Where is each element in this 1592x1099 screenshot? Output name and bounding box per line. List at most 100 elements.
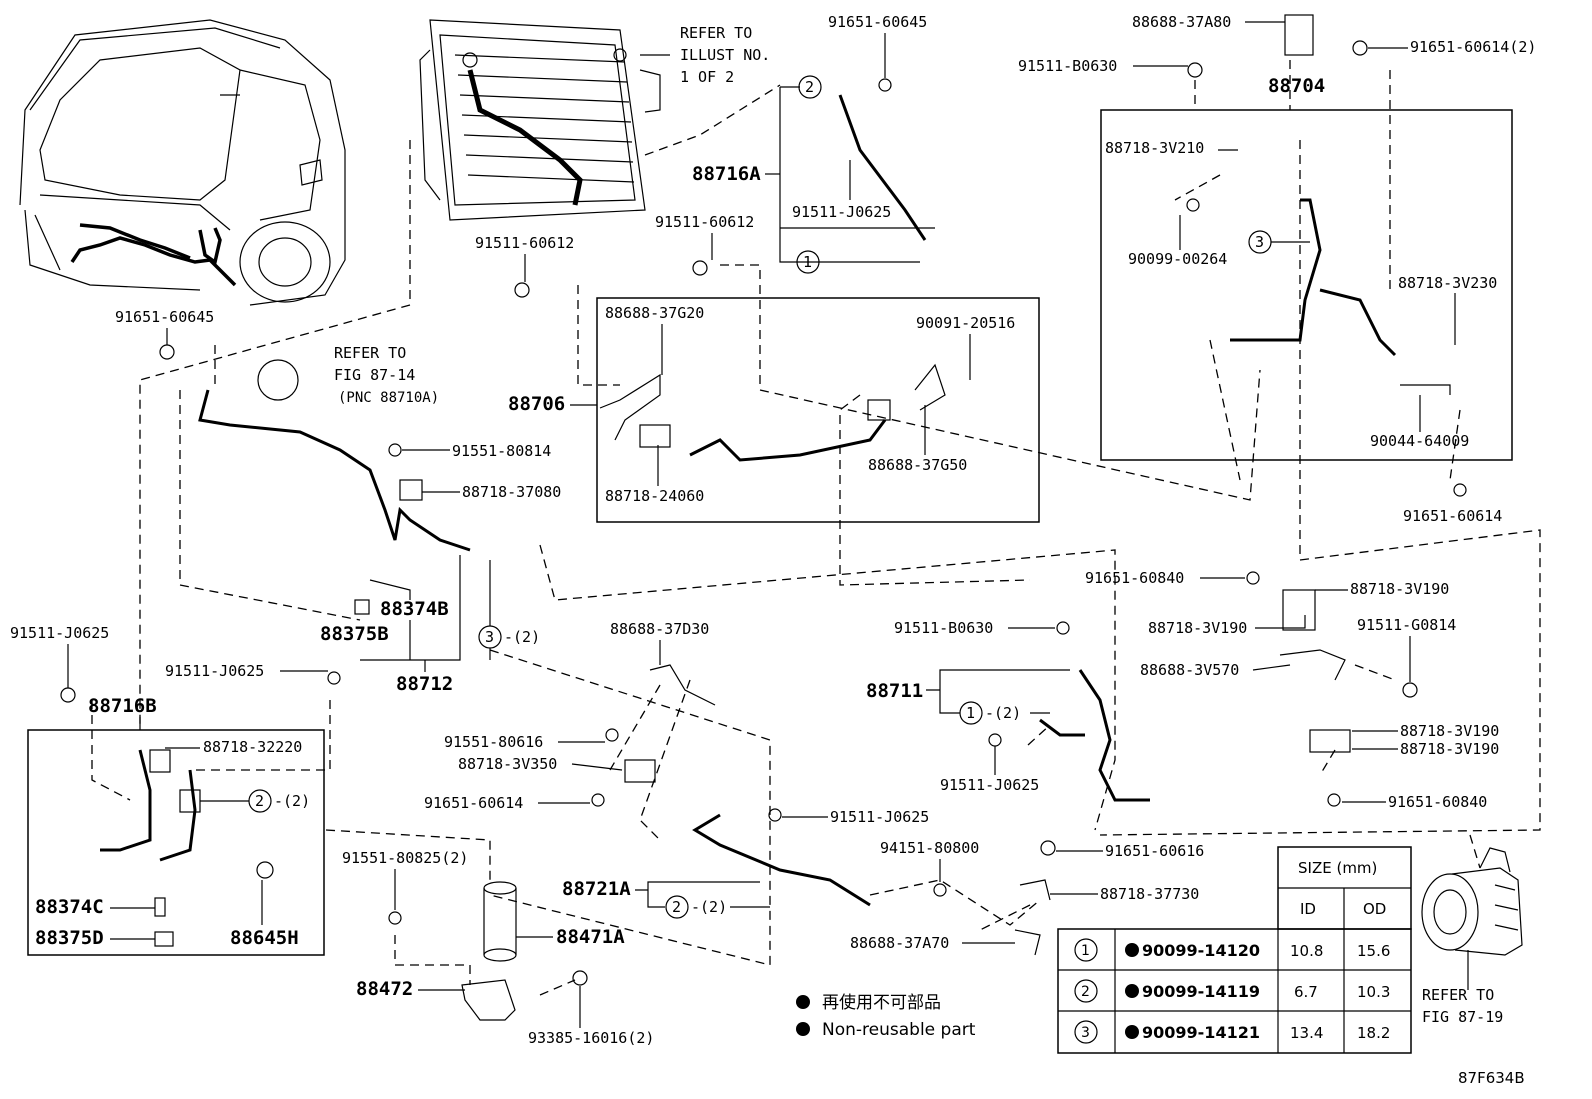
size-row-1-part: 90099-14120 bbox=[1142, 941, 1260, 960]
label-88718-37080: 88718-37080 bbox=[462, 483, 561, 501]
marker-3-88704: 3 bbox=[1255, 233, 1264, 251]
refer-illust-line1: REFER TO bbox=[680, 24, 752, 42]
label-88471A: 88471A bbox=[556, 926, 625, 948]
label-88718-3V350: 88718-3V350 bbox=[458, 755, 557, 773]
refer-fig19-line2: FIG 87-19 bbox=[1422, 1008, 1503, 1026]
size-row-3-part: 90099-14121 bbox=[1142, 1023, 1260, 1042]
label-91511-J0625-e: 91511-J0625 bbox=[940, 776, 1039, 794]
size-row-3-od: 18.2 bbox=[1357, 1024, 1390, 1042]
box-88716B bbox=[27, 729, 325, 956]
label-88721A: 88721A bbox=[562, 878, 631, 900]
label-88716B: 88716B bbox=[88, 695, 157, 717]
label-88472: 88472 bbox=[356, 978, 413, 1000]
label-88718-37730: 88718-37730 bbox=[1100, 885, 1199, 903]
label-90091-20516: 90091-20516 bbox=[916, 314, 1015, 332]
label-88688-37A70: 88688-37A70 bbox=[850, 934, 949, 952]
size-table: SIZE (mm) ID OD 1 90099-14120 10.8 15.6 … bbox=[1057, 846, 1412, 1054]
size-row-2-part: 90099-14119 bbox=[1142, 982, 1260, 1001]
legend-en: Non-reusable part bbox=[822, 1020, 976, 1040]
label-91651-60614-2: 91651-60614(2) bbox=[1410, 38, 1536, 56]
label-88688-37G50: 88688-37G50 bbox=[868, 456, 967, 474]
label-91651-60840-a: 91651-60840 bbox=[1085, 569, 1184, 587]
size-row-3-id: 13.4 bbox=[1290, 1024, 1323, 1042]
label-88711: 88711 bbox=[866, 680, 923, 702]
label-91651-60614-r: 91651-60614 bbox=[1403, 507, 1502, 525]
label-88718-24060: 88718-24060 bbox=[605, 487, 704, 505]
legend: 再使用不可部品 Non-reusable part bbox=[796, 992, 976, 1040]
qty-2-88716B: -(2) bbox=[274, 792, 310, 810]
label-88718-3V190-c: 88718-3V190 bbox=[1400, 722, 1499, 740]
label-91511-60612-a: 91511-60612 bbox=[655, 213, 754, 231]
box-88706 bbox=[596, 297, 1040, 523]
label-88718-3V230: 88718-3V230 bbox=[1398, 274, 1497, 292]
size-row-1-id: 10.8 bbox=[1290, 942, 1323, 960]
size-row-2-od: 10.3 bbox=[1357, 983, 1390, 1001]
size-table-col-id: ID bbox=[1300, 900, 1316, 918]
small-parts bbox=[60, 14, 1467, 1021]
size-row-1-key: 1 bbox=[1081, 943, 1090, 959]
receiver-drier bbox=[483, 881, 517, 962]
truck-illustration bbox=[19, 19, 346, 306]
label-88374B: 88374B bbox=[380, 598, 449, 620]
refer-fig14: REFER TO FIG 87-14 (PNC 88710A) bbox=[257, 344, 439, 406]
label-91651-60645-l: 91651-60645 bbox=[115, 308, 214, 326]
label-88704: 88704 bbox=[1268, 75, 1325, 97]
label-88645H: 88645H bbox=[230, 927, 299, 949]
label-90044-64009: 90044-64009 bbox=[1370, 432, 1469, 450]
refer-illust-line2: ILLUST NO. bbox=[680, 46, 770, 64]
label-91551-80616: 91551-80616 bbox=[444, 733, 543, 751]
refer-fig14-line1: REFER TO bbox=[334, 344, 406, 362]
label-90099-00264: 90099-00264 bbox=[1128, 250, 1227, 268]
label-88706: 88706 bbox=[508, 393, 565, 415]
label-88718-3V210: 88718-3V210 bbox=[1105, 139, 1204, 157]
label-91511-B0630-top: 91511-B0630 bbox=[1018, 57, 1117, 75]
box-88704 bbox=[1100, 109, 1513, 461]
label-91511-J0625-c: 91511-J0625 bbox=[165, 662, 264, 680]
marker-1-88716A: 1 bbox=[803, 253, 812, 271]
qty-1-88711: -(2) bbox=[985, 704, 1021, 722]
label-91651-60616: 91651-60616 bbox=[1105, 842, 1204, 860]
size-row-2-key: 2 bbox=[1081, 984, 1090, 1000]
label-88718-3V190-d: 88718-3V190 bbox=[1400, 740, 1499, 758]
label-88375B: 88375B bbox=[320, 623, 389, 645]
marker-1-88711: 1 bbox=[966, 704, 975, 722]
label-88374C: 88374C bbox=[35, 896, 104, 918]
qty-2-88721A: -(2) bbox=[691, 898, 727, 916]
label-91511-J0625-d: 91511-J0625 bbox=[830, 808, 929, 826]
label-88375D: 88375D bbox=[35, 927, 104, 949]
size-table-title: SIZE (mm) bbox=[1298, 859, 1377, 877]
label-88688-3V570: 88688-3V570 bbox=[1140, 661, 1239, 679]
size-row-2-id: 6.7 bbox=[1294, 983, 1318, 1001]
marker-3-88712: 3 bbox=[485, 628, 494, 646]
label-88688-37A80: 88688-37A80 bbox=[1132, 13, 1231, 31]
size-row-3-key: 3 bbox=[1081, 1025, 1090, 1041]
label-88716A: 88716A bbox=[692, 163, 761, 185]
pipes bbox=[100, 94, 1397, 907]
label-88718-32220: 88718-32220 bbox=[203, 738, 302, 756]
label-91651-60645-top: 91651-60645 bbox=[828, 13, 927, 31]
label-91511-60612-b: 91511-60612 bbox=[475, 234, 574, 252]
dashed-leaders bbox=[91, 60, 1541, 996]
refer-illust-line3: 1 OF 2 bbox=[680, 68, 734, 86]
label-88718-3V190-a: 88718-3V190 bbox=[1350, 580, 1449, 598]
marker-2-88716A: 2 bbox=[805, 78, 814, 96]
label-91511-J0625-a: 91511-J0625 bbox=[792, 203, 891, 221]
label-91511-J0625-b: 91511-J0625 bbox=[10, 624, 109, 642]
label-88712: 88712 bbox=[396, 673, 453, 695]
legend-jp: 再使用不可部品 bbox=[822, 992, 941, 1013]
qty-3-88712: -(2) bbox=[504, 628, 540, 646]
label-91511-G0814: 91511-G0814 bbox=[1357, 616, 1456, 634]
label-91511-B0630-b: 91511-B0630 bbox=[894, 619, 993, 637]
figure-code: 87F634B bbox=[1458, 1069, 1525, 1087]
refer-fig19: REFER TO FIG 87-19 bbox=[1422, 950, 1503, 1026]
label-88688-37G20: 88688-37G20 bbox=[605, 304, 704, 322]
refer-fig14-line2: FIG 87-14 bbox=[334, 366, 415, 384]
label-91551-80825-2: 91551-80825(2) bbox=[342, 849, 468, 867]
marker-2-88716B: 2 bbox=[255, 792, 264, 810]
size-row-1-od: 15.6 bbox=[1357, 942, 1390, 960]
label-91551-80814: 91551-80814 bbox=[452, 442, 551, 460]
refer-fig14-line3: (PNC 88710A) bbox=[338, 390, 439, 406]
label-88688-37D30: 88688-37D30 bbox=[610, 620, 709, 638]
